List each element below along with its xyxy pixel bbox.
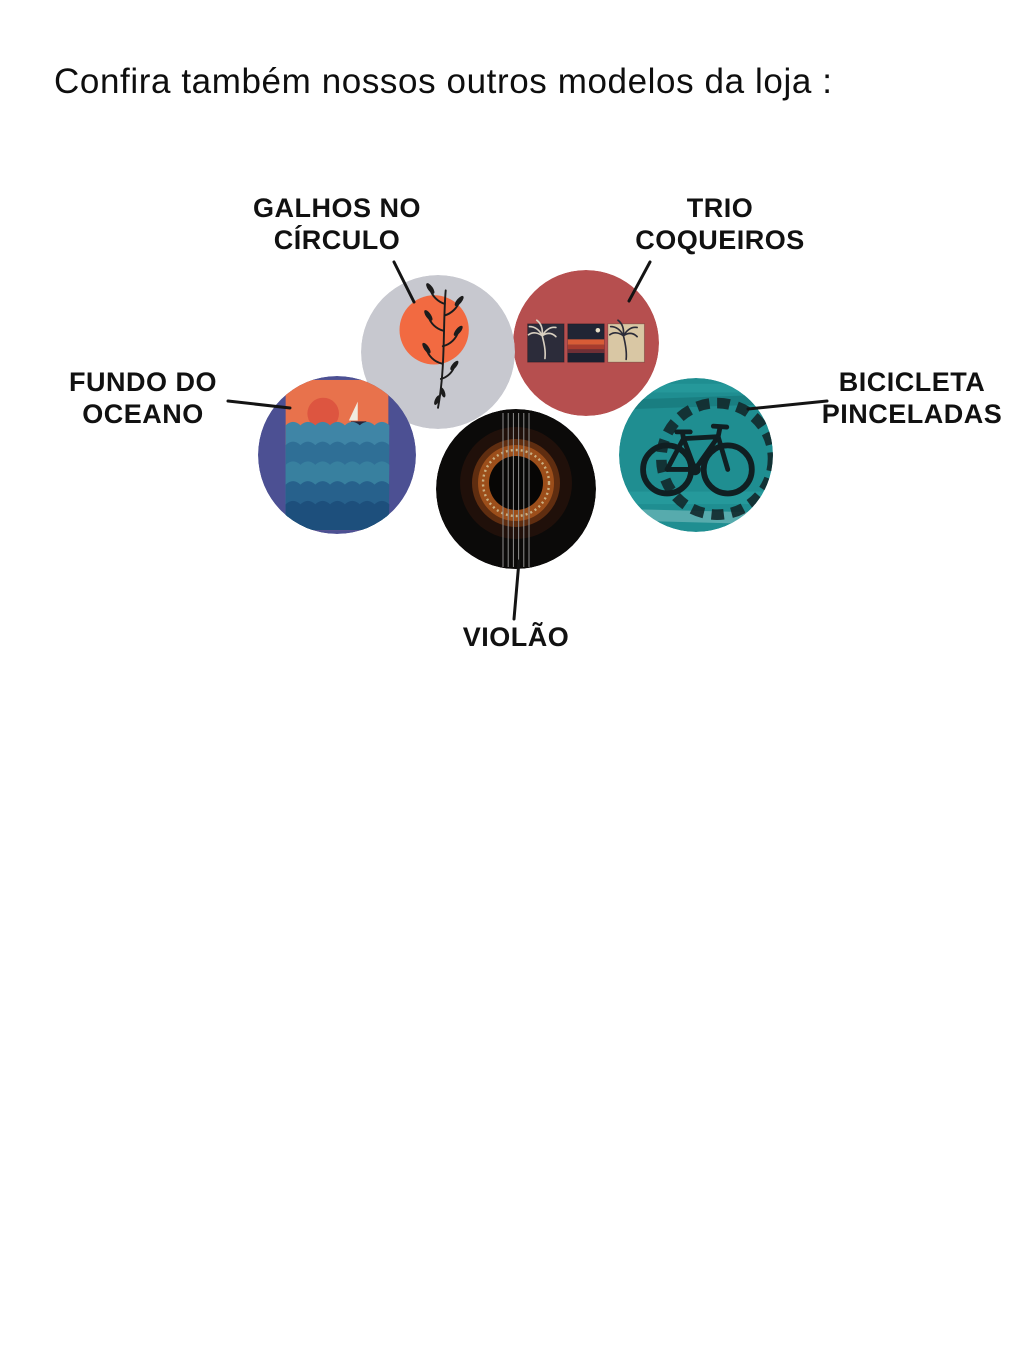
branches-in-circle-image bbox=[361, 275, 515, 429]
label-trio-coqueiros: TRIO COQUEIROS bbox=[635, 193, 805, 255]
thumb-fundo-do-oceano[interactable] bbox=[258, 376, 416, 534]
thumb-bicicleta-pinceladas[interactable] bbox=[619, 378, 773, 532]
label-violao: VIOLÃO bbox=[462, 622, 570, 652]
connector-violao bbox=[512, 559, 521, 621]
palm-trio-frames-image bbox=[513, 270, 659, 416]
guitar-soundhole-image bbox=[436, 409, 596, 569]
label-galhos-no-circulo: GALHOS NO CÍRCULO bbox=[252, 193, 421, 255]
thumb-galhos-no-circulo[interactable] bbox=[361, 275, 515, 429]
label-fundo-do-oceano: FUNDO DO OCEANO bbox=[69, 367, 217, 429]
ocean-sunset-image bbox=[258, 376, 416, 534]
bicycle-gear-image bbox=[619, 378, 773, 532]
page-title: Confira também nossos outros modelos da … bbox=[54, 62, 833, 101]
label-bicicleta-pinceladas: BICICLETA PINCELADAS bbox=[821, 367, 1003, 429]
thumb-trio-coqueiros[interactable] bbox=[513, 270, 659, 416]
thumb-violao[interactable] bbox=[436, 409, 596, 569]
